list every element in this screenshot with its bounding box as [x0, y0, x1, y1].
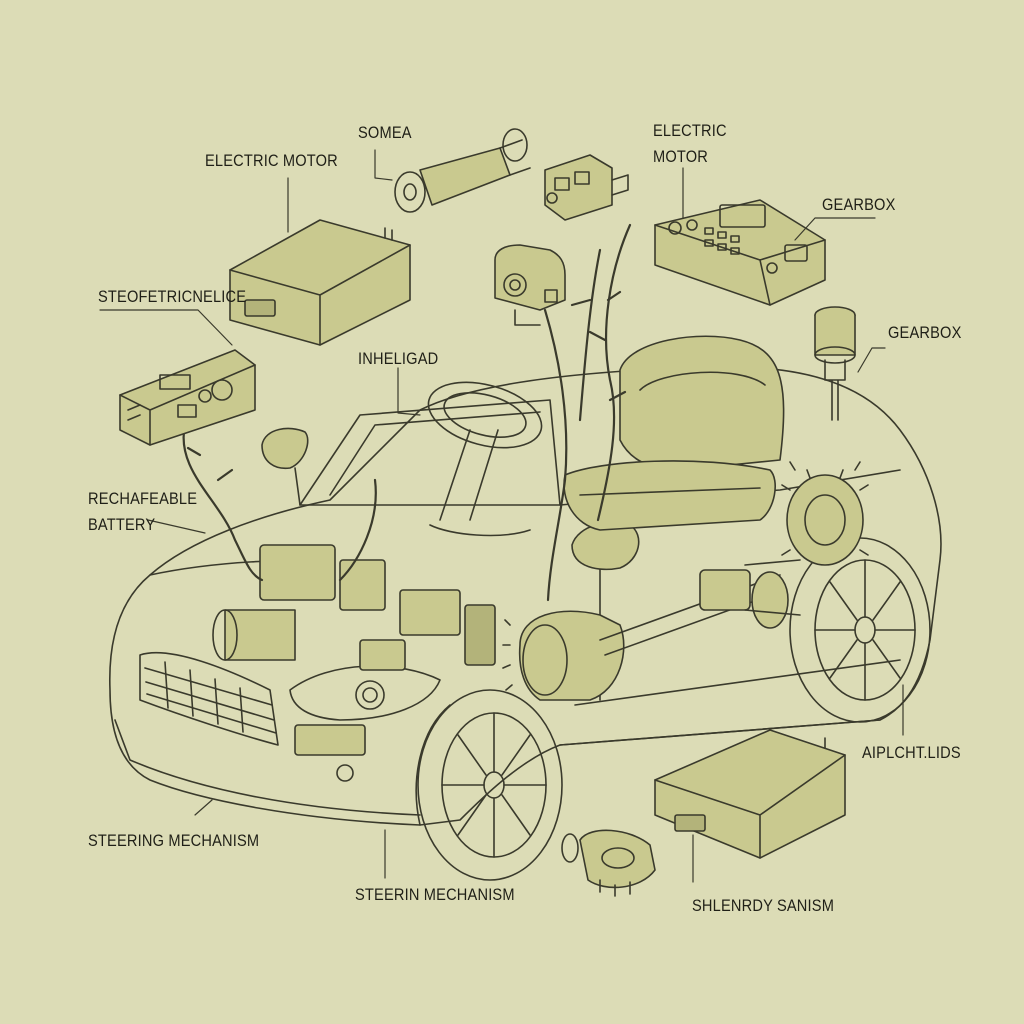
front-wheel — [417, 689, 563, 881]
wiring-vines — [182, 223, 632, 602]
label-steerin-mechanism-center: STEERIN MECHANISM — [355, 885, 515, 904]
label-gearbox-mid: GEARBOX — [888, 323, 962, 342]
rear-wheel — [789, 537, 931, 723]
leader-lines — [99, 149, 904, 883]
drive-shaft — [599, 559, 801, 656]
steering-wheel — [427, 381, 543, 537]
label-rechargeable-battery: RECHAFEABLE BATTERY — [88, 489, 198, 534]
control-unit-module — [119, 349, 256, 446]
side-mirror-left — [261, 427, 309, 506]
rear-gear — [781, 461, 869, 566]
label-electric-motor-left: ELECTRIC MOTOR — [205, 151, 338, 170]
small-gear-part — [561, 829, 656, 897]
electric-motor-box — [229, 219, 411, 346]
label-steering-mechanism-left: STEERING MECHANISM — [88, 831, 260, 850]
label-electric-motor-right: ELECTRIC MOTOR — [653, 121, 727, 166]
label-steofetricnelice: STEOFETRICNELICE — [98, 287, 247, 306]
seat — [563, 335, 785, 531]
label-shlenrdy-sansm: SHLENRDY SANISM — [692, 896, 835, 915]
gearbox-knob — [814, 306, 856, 421]
control-panel-module — [654, 199, 826, 306]
headlight — [289, 665, 441, 721]
rechargeable-battery-box — [654, 729, 846, 859]
engine-components — [212, 544, 625, 782]
label-inheligad: INHELIGAD — [358, 349, 439, 368]
label-gearbox-top: GEARBOX — [822, 195, 896, 214]
label-somea: SOMEA — [358, 123, 412, 142]
label-aiplcht-lids: AIPLCHT.LIDS — [862, 743, 961, 762]
shaft-coupling-part — [394, 128, 531, 213]
connector-module — [544, 154, 629, 221]
front-grille — [139, 651, 279, 746]
sensor-cube — [494, 244, 566, 326]
